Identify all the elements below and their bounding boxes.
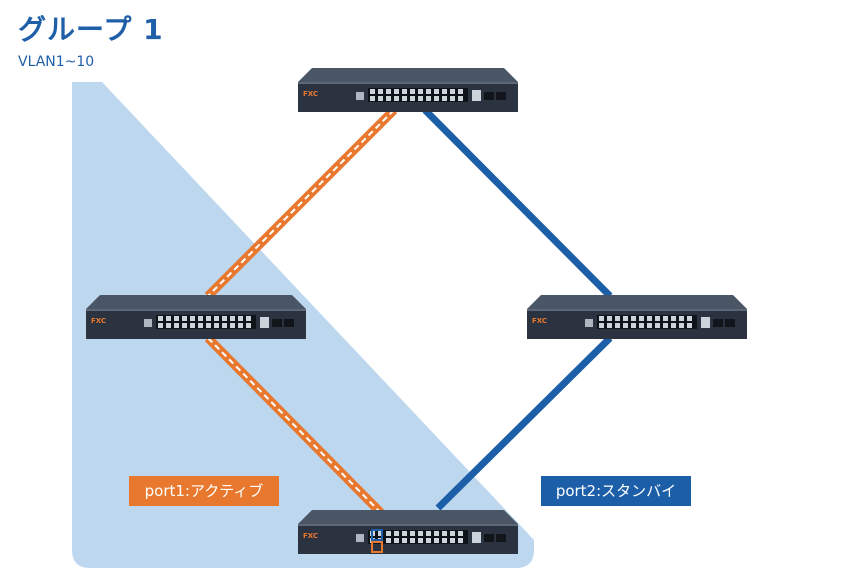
page-title: グループ 1 (18, 13, 164, 46)
port1-highlight (371, 541, 383, 553)
standby-link-top-right (422, 107, 613, 299)
vlan-range: VLAN1~10 (18, 54, 95, 70)
port2-highlight (371, 529, 383, 541)
switch-bottom (298, 510, 518, 554)
switch-right (527, 295, 747, 339)
switch-top (298, 68, 518, 112)
active-port-label: port1:アクティブ (129, 476, 279, 506)
standby-link-right-bottom (435, 335, 613, 511)
switch-left (86, 295, 306, 339)
standby-port-label: port2:スタンバイ (541, 476, 691, 506)
